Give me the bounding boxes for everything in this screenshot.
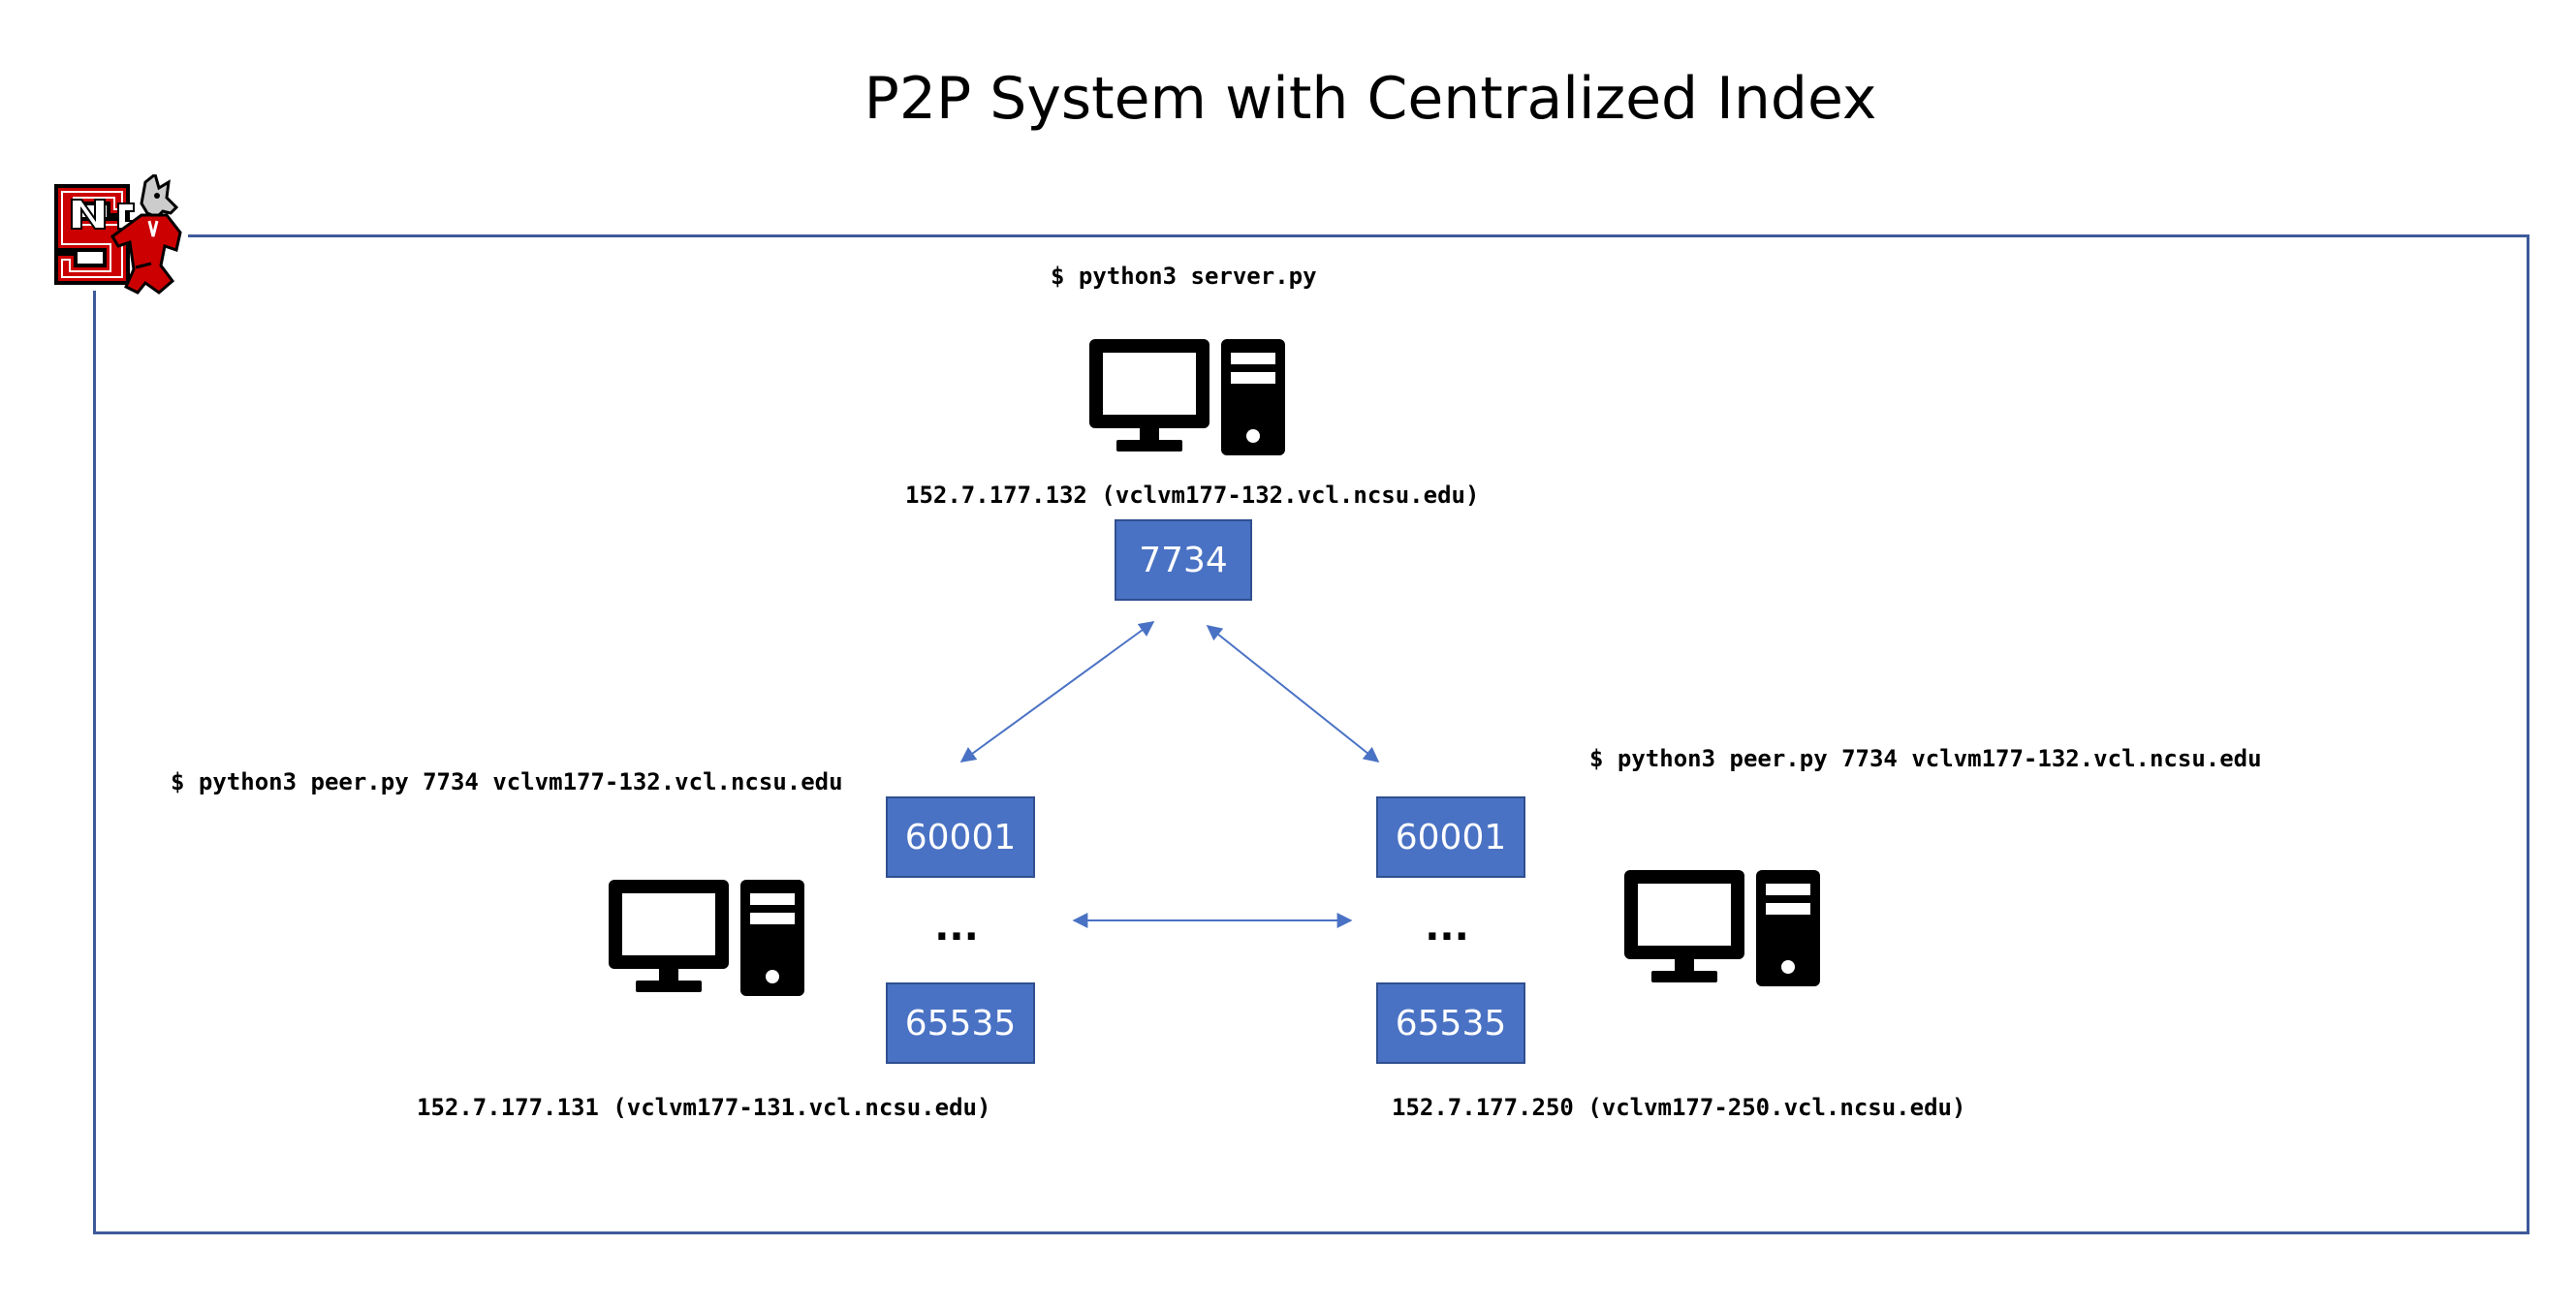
left-peer-port-range-ellipsis: ... [934, 905, 979, 950]
server-left-peer-arrow [959, 621, 1155, 763]
right-peer-port-low-box: 60001 [1376, 796, 1525, 878]
right-peer-command: $ python3 peer.py 7734 vclvm177-132.vcl.… [1589, 745, 2262, 772]
server-address: 152.7.177.132 (vclvm177-132.vcl.ncsu.edu… [905, 482, 1480, 509]
server-port-box: 7734 [1115, 519, 1252, 601]
left-peer-port-low-box: 60001 [886, 796, 1035, 878]
nc-state-wolf-logo-icon [54, 174, 182, 295]
right-peer-computer-icon [1624, 870, 1820, 986]
left-peer-command: $ python3 peer.py 7734 vclvm177-132.vcl.… [171, 768, 843, 795]
right-peer-address: 152.7.177.250 (vclvm177-250.vcl.ncsu.edu… [1392, 1094, 1966, 1121]
left-peer-port-high-box: 65535 [886, 982, 1035, 1064]
page-title: P2P System with Centralized Index [864, 65, 1877, 133]
left-peer-computer-icon [609, 880, 804, 996]
server-computer-icon [1089, 339, 1285, 455]
server-command: $ python3 server.py [1051, 263, 1317, 290]
right-peer-port-high-box: 65535 [1376, 982, 1525, 1064]
right-peer-port-range-ellipsis: ... [1425, 905, 1469, 950]
server-right-peer-arrow [1206, 625, 1380, 763]
diagram-frame [93, 234, 2529, 1234]
left-peer-address: 152.7.177.131 (vclvm177-131.vcl.ncsu.edu… [417, 1094, 991, 1121]
